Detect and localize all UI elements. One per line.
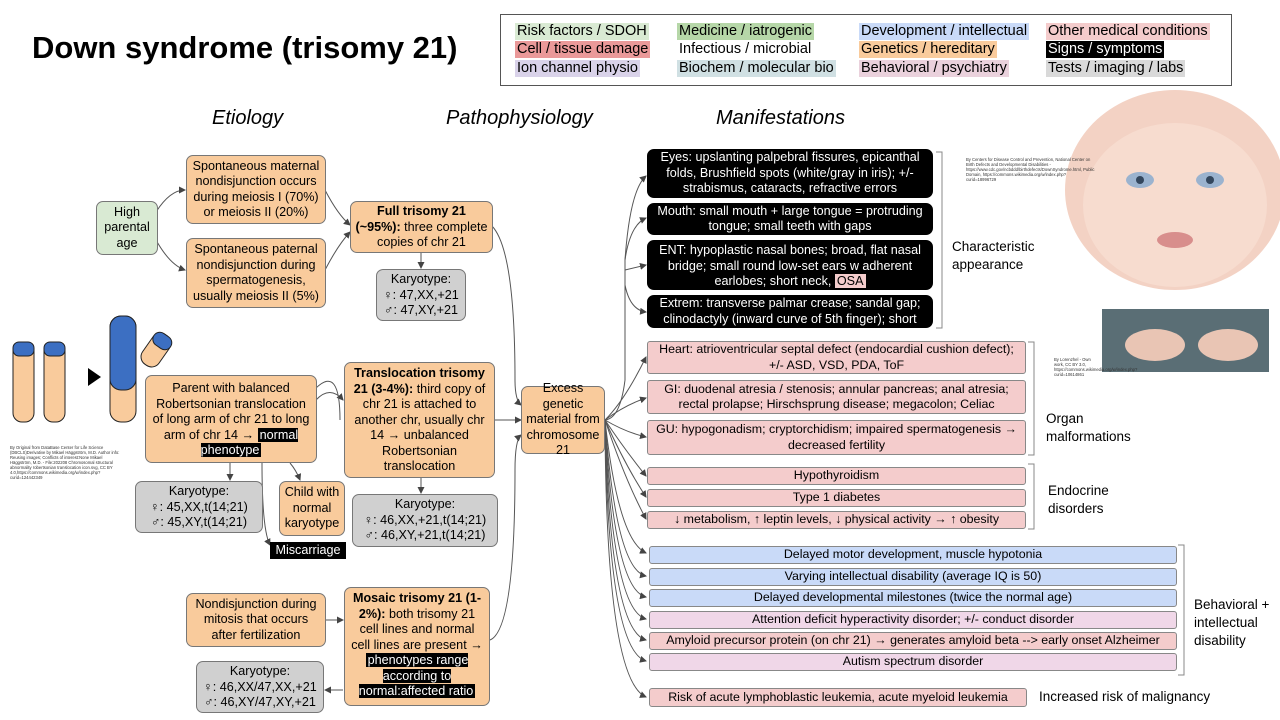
hypothyroidism-box: Hypothyroidism: [647, 467, 1026, 485]
malignancy-group-label: Increased risk of malignancy: [1039, 689, 1211, 704]
legend-item: Cell / tissue damage: [515, 41, 651, 58]
legend-item: Infectious / microbial: [677, 41, 814, 58]
legend-item: Signs / symptoms: [1046, 41, 1165, 58]
paternal-nondisjunction-box: Spontaneous paternal nondisjunction duri…: [186, 238, 326, 308]
autism-box: Autism spectrum disorder: [649, 653, 1177, 671]
legend-item: Genetics / hereditary: [859, 41, 997, 58]
appearance-group-label: Characteristic appearance: [952, 239, 1035, 272]
ent-box: ENT: hypoplastic nasal bones; broad, fla…: [647, 240, 933, 290]
legend-item: Behavioral / psychiatry: [859, 60, 1009, 77]
full-trisomy-karyotype-box: Karyotype:♀: 47,XX,+21♂: 47,XY,+21: [376, 269, 466, 321]
mosaic-trisomy-box: Mosaic trisomy 21 (1-2%): both trisomy 2…: [344, 587, 490, 706]
pathophysiology-heading: Pathophysiology: [446, 107, 593, 129]
mosaic-karyotype-box: Karyotype:♀: 46,XX/47,XX,+21♂: 46,XY/47,…: [196, 661, 324, 713]
legend-item: Other medical conditions: [1046, 23, 1210, 40]
parent-karyotype-box: Karyotype:♀: 45,XX,t(14;21)♂: 45,XY,t(14…: [135, 481, 263, 533]
legend-item: Development / intellectual: [859, 23, 1030, 40]
high-parental-age-box: High parental age: [96, 201, 158, 255]
legend-item: Medicine / iatrogenic: [677, 23, 814, 40]
feet-photo-credit: By Lorenzhel - Own work, CC BY 3.0, http…: [1054, 357, 1138, 377]
full-trisomy-box: Full trisomy 21 (~95%): three complete c…: [350, 201, 493, 253]
child-normal-karyotype-box: Child with normal karyotype: [279, 481, 345, 536]
motor-delay-box: Delayed motor development, muscle hypoto…: [649, 546, 1177, 564]
endocrine-group-label: Endocrine disorders: [1048, 483, 1109, 516]
adhd-box: Attention deficit hyperactivity disorder…: [649, 611, 1177, 629]
page-title: Down syndrome (trisomy 21): [32, 30, 458, 65]
mitosis-nondisjunction-box: Nondisjunction during mitosis that occur…: [186, 593, 326, 647]
obesity-box: ↓ metabolism, ↑ leptin levels, ↓ physica…: [647, 511, 1026, 529]
maternal-nondisjunction-box: Spontaneous maternal nondisjunction occu…: [186, 155, 326, 224]
extremities-box: Extrem: transverse palmar crease; sandal…: [647, 295, 933, 328]
mouth-box: Mouth: small mouth + large tongue = prot…: [647, 203, 933, 235]
legend-item: Biochem / molecular bio: [677, 60, 836, 77]
behavioral-group-label: Behavioral + intellectual disability: [1194, 597, 1270, 648]
intellectual-disability-box: Varying intellectual disability (average…: [649, 568, 1177, 586]
color-legend: Risk factors / SDOH Medicine / iatrogeni…: [500, 14, 1232, 86]
eyes-box: Eyes: upslanting palpebral fissures, epi…: [647, 149, 933, 198]
leukemia-box: Risk of acute lymphoblastic leukemia, ac…: [649, 688, 1027, 707]
balanced-translocation-parent-box: Parent with balanced Robertsonian transl…: [145, 375, 317, 463]
baby-photo: [1065, 90, 1280, 290]
manifestations-heading: Manifestations: [716, 107, 845, 129]
baby-photo-credit: By Centers for Disease Control and Preve…: [966, 157, 1095, 182]
legend-item: Ion channel physio: [515, 60, 640, 77]
feet-photo: [1102, 309, 1269, 372]
etiology-heading: Etiology: [212, 107, 284, 129]
miscarriage-box: Miscarriage: [270, 542, 346, 559]
gi-box: GI: duodenal atresia / stenosis; annular…: [647, 380, 1026, 414]
type1-diabetes-box: Type 1 diabetes: [647, 489, 1026, 507]
alzheimer-box: Amyloid precursor protein (on chr 21) → …: [649, 632, 1177, 650]
translocation-trisomy-box: Translocation trisomy 21 (3-4%): third c…: [344, 362, 495, 478]
organ-group-label: Organ malformations: [1046, 411, 1131, 444]
translocation-karyotype-box: Karyotype:♀: 46,XX,+21,t(14;21)♂: 46,XY,…: [352, 494, 498, 547]
legend-item: Tests / imaging / labs: [1046, 60, 1186, 77]
excess-genetic-material-box: Excess genetic material from chromosome …: [521, 381, 605, 457]
milestones-box: Delayed developmental milestones (twice …: [649, 589, 1177, 607]
legend-item: Risk factors / SDOH: [515, 23, 649, 40]
chromosome-icon: [12, 315, 173, 423]
chromosome-credit: By Original from DataBase Center for Lif…: [10, 445, 120, 480]
gu-box: GU: hypogonadism; cryptorchidism; impair…: [647, 420, 1026, 455]
heart-box: Heart: atrioventricular septal defect (e…: [647, 341, 1026, 374]
